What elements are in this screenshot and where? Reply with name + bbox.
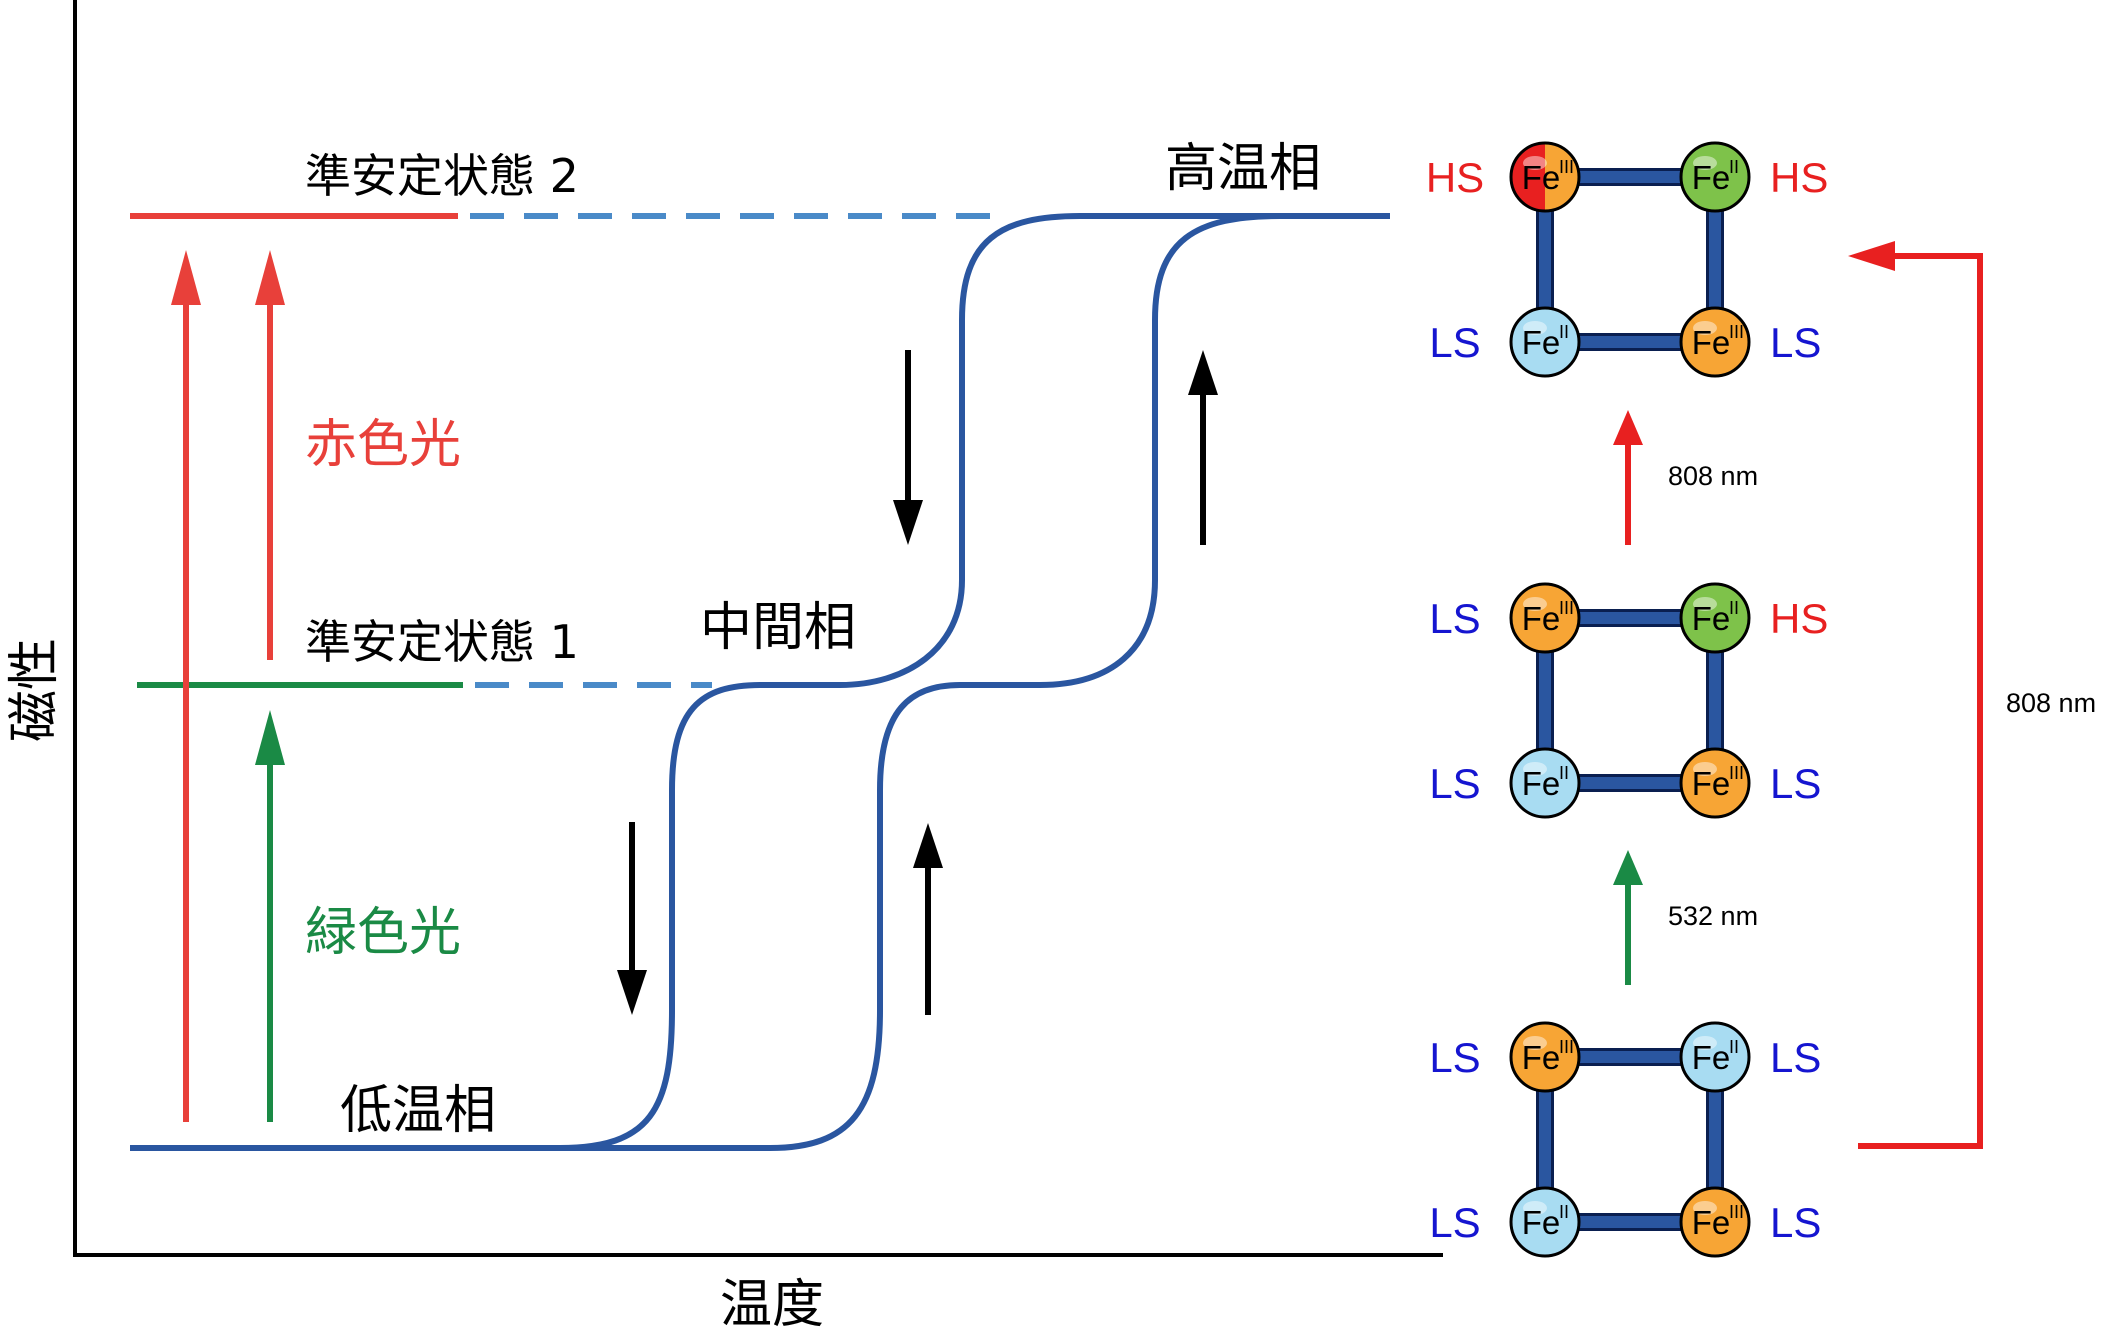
oxidation-state: III (1729, 322, 1744, 342)
heating-arrow-upper (1188, 350, 1218, 545)
transition-arrows (617, 350, 1218, 1015)
spin-state-label: LS (1429, 1199, 1480, 1246)
spin-state-label: LS (1429, 595, 1480, 642)
green-532-arrow (1613, 850, 1643, 985)
oxidation-state: II (1729, 1037, 1739, 1057)
x-axis-label: 温度 (720, 1275, 824, 1335)
wavelength-808-top: 808 nm (1668, 461, 1758, 491)
wavelength-arrows: 808 nm 532 nm 808 nm (1613, 241, 2096, 1149)
fe-symbol: Fe (1522, 159, 1561, 196)
spin-state-label: LS (1429, 319, 1480, 366)
hysteresis-curves (559, 213, 1390, 1151)
cooling-arrow-upper (893, 350, 923, 545)
green-arrow (255, 710, 285, 1122)
oxidation-state: II (1559, 763, 1569, 783)
fe-symbol: Fe (1692, 1204, 1731, 1241)
red-arrow-short (255, 250, 285, 660)
fe-symbol: Fe (1522, 765, 1561, 802)
heating-arrow-lower (913, 823, 943, 1015)
spin-state-label: LS (1770, 319, 1821, 366)
cooling-arrow-lower (617, 822, 647, 1015)
spin-state-label: LS (1770, 1034, 1821, 1081)
y-axis-label: 磁性 (5, 638, 65, 742)
spin-state-label: LS (1770, 1199, 1821, 1246)
spin-state-label: HS (1770, 595, 1828, 642)
oxidation-state: III (1559, 1037, 1574, 1057)
cooling-curve (559, 213, 1250, 1151)
oxidation-state: II (1559, 1202, 1569, 1222)
spin-state-label: LS (1770, 760, 1821, 807)
metastable2-label: 準安定状態 2 (305, 149, 579, 203)
oxidation-state: III (1729, 763, 1744, 783)
spin-state-label: LS (1429, 760, 1480, 807)
high-phase-label: 高温相 (1165, 139, 1321, 199)
light-arrows (171, 250, 285, 1122)
heating-curve (560, 213, 1390, 1151)
oxidation-state: III (1559, 598, 1574, 618)
fe-symbol: Fe (1692, 600, 1731, 637)
oxidation-state: III (1729, 1202, 1744, 1222)
fe-symbol: Fe (1692, 1039, 1731, 1076)
fe-symbol: Fe (1522, 1039, 1561, 1076)
fe-symbol: Fe (1522, 600, 1561, 637)
spin-state-label: HS (1770, 154, 1828, 201)
axes (73, 0, 1443, 1257)
red-808-side-arrow (1848, 241, 1983, 1149)
spin-state-label: LS (1429, 1034, 1480, 1081)
fe-symbol: Fe (1692, 324, 1731, 361)
oxidation-state: II (1729, 598, 1739, 618)
fe-symbol: Fe (1522, 324, 1561, 361)
wavelength-532: 532 nm (1668, 901, 1758, 931)
oxidation-state: III (1559, 157, 1574, 177)
green-light-label: 緑色光 (305, 903, 461, 963)
fe-symbol: Fe (1692, 159, 1731, 196)
fe-symbol: Fe (1522, 1204, 1561, 1241)
red-light-label: 赤色光 (305, 415, 461, 475)
level-lines (130, 213, 1390, 1151)
oxidation-state: II (1729, 157, 1739, 177)
red-arrow-long (171, 250, 201, 1122)
oxidation-state: II (1559, 322, 1569, 342)
fe-symbol: Fe (1692, 765, 1731, 802)
low-phase-label: 低温相 (340, 1081, 496, 1141)
wavelength-808-side: 808 nm (2006, 688, 2096, 718)
mid-phase-label: 中間相 (700, 598, 856, 658)
spin-state-label: HS (1426, 154, 1484, 201)
red-808-arrow (1613, 410, 1643, 545)
metastable1-label: 準安定状態 1 (305, 615, 579, 669)
